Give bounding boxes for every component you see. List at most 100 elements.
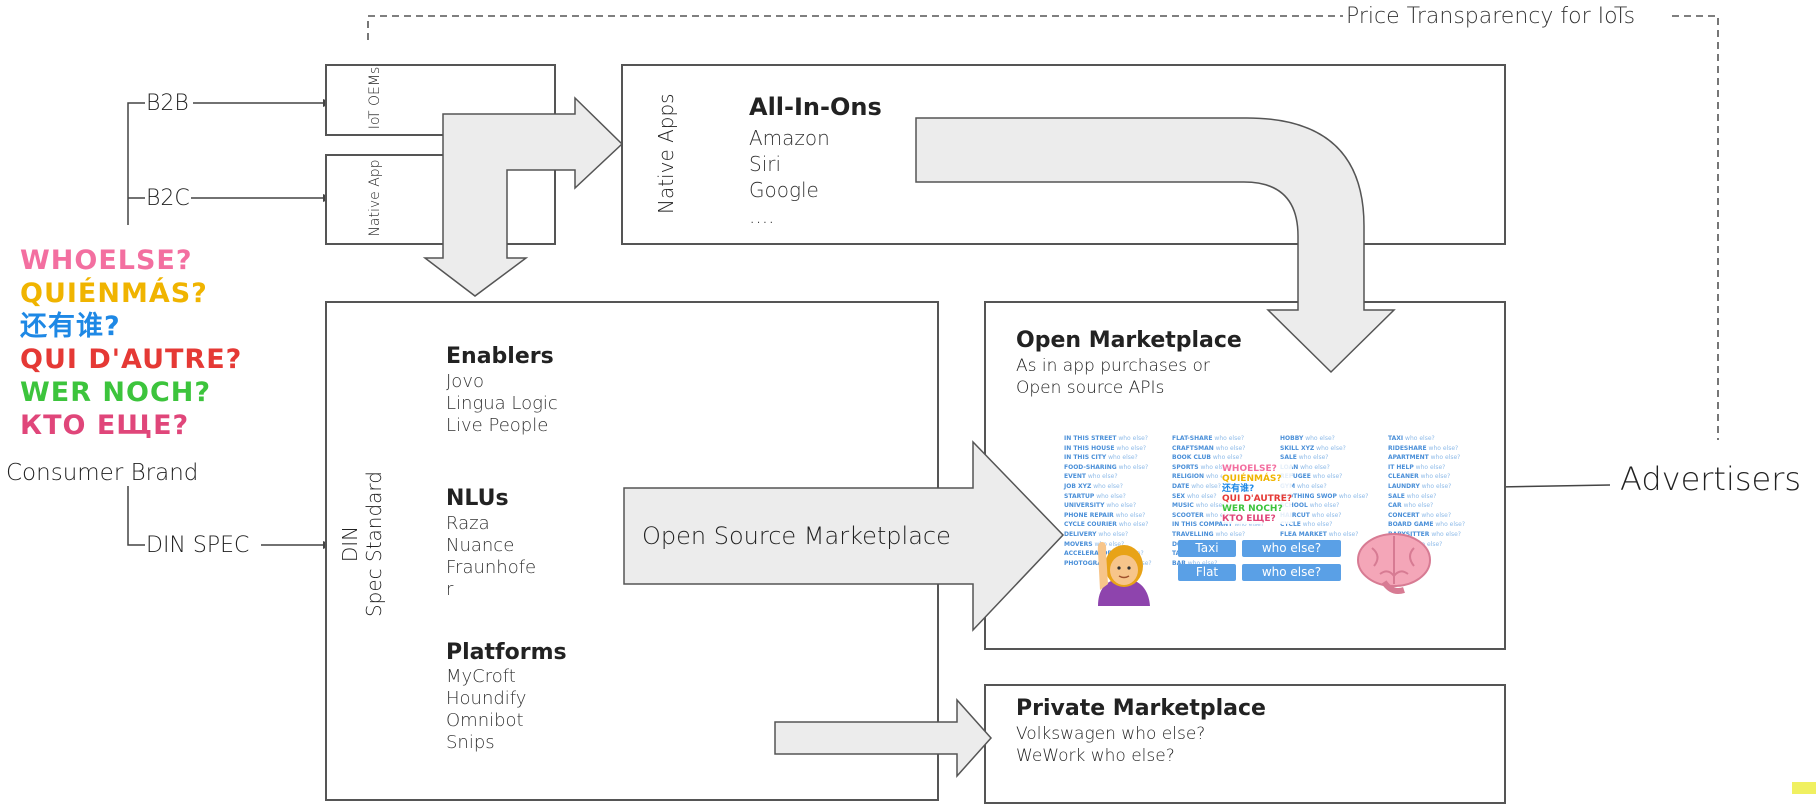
mockup-word: FLEA MARKET who else?: [1280, 531, 1359, 538]
mockup-word: CRAFTSMAN who else?: [1172, 444, 1246, 452]
open-source-marketplace-arrow: [623, 440, 1065, 632]
mockup-word: BOARD GAME who else?: [1388, 521, 1466, 529]
open-source-marketplace-label: Open Source Marketplace: [642, 522, 951, 550]
mockup-word: JOB XYZ who else?: [1064, 483, 1123, 490]
whoelse-logo: WHOELSE? QUIÉNMÁS? 还有谁? QUI D'AUTRE? WER…: [20, 244, 242, 442]
mockup-word: CONCERT who else?: [1388, 511, 1452, 519]
mockup-word: BABYSITTER who else?: [1388, 531, 1461, 538]
list-item: Fraunhofe: [446, 557, 537, 578]
mockup-word: PHONE REPAIR who else?: [1064, 511, 1146, 519]
list-item: r: [446, 579, 454, 600]
open-marketplace-title: Open Marketplace: [1016, 328, 1242, 353]
mockup-word: REFUGEE who else?: [1280, 473, 1343, 481]
private-marketplace-desc1: Volkswagen who else?: [1016, 724, 1206, 744]
mockup-word: APARTMENT who else?: [1388, 454, 1461, 462]
mockup-word: BOOK CLUB who else?: [1172, 454, 1243, 462]
b2b-line: [127, 103, 332, 225]
consumer-brand-label: Consumer Brand: [6, 460, 199, 486]
iot-oems-label: IoT OEMs: [367, 66, 383, 130]
mockup-word: SALE who else?: [1280, 454, 1329, 462]
taxi-pill[interactable]: Taxi: [1178, 540, 1236, 557]
mockup-word: IN THIS STREET who else?: [1064, 435, 1148, 442]
mockup-word: UNIVERSITY who else?: [1064, 502, 1137, 510]
list-item: Nuance: [446, 535, 515, 556]
logo-line: QUIÉNMÁS?: [20, 278, 208, 309]
mockup-word: RIDESHARE who else?: [1388, 444, 1459, 452]
who-else-pill[interactable]: who else?: [1242, 564, 1341, 581]
list-item: Amazon: [749, 126, 830, 150]
mockup-word: SALE who else?: [1388, 492, 1437, 500]
mockup-word: DELIVERY who else?: [1064, 531, 1129, 538]
open-marketplace-desc2: Open source APIs: [1016, 378, 1165, 398]
mockup-word: IT HELP who else?: [1388, 463, 1446, 471]
mockup-word: FLAT-SHARE who else?: [1172, 435, 1245, 442]
mockup-word: SPORTS who else?: [1172, 463, 1231, 471]
mockup-word: BAR who else?: [1172, 559, 1217, 569]
mockup-word: IN THIS COMPANY who else?: [1172, 521, 1264, 529]
din-spec-label: DIN SPEC: [146, 533, 250, 558]
nlus-title: NLUs: [446, 486, 509, 511]
list-item: Live People: [446, 415, 549, 436]
mockup-word: TRAVELLING who else?: [1172, 531, 1246, 538]
logo-line: 还有谁?: [1222, 484, 1255, 494]
b2c-label: B2C: [146, 186, 190, 211]
platforms-list: MyCroft Houndify Omnibot Snips: [446, 666, 526, 754]
mockup-word: CYCLE COURIER who else?: [1064, 521, 1149, 529]
mockup-word: CLEANER who else?: [1388, 473, 1451, 481]
spec-standard-label: Spec Standard: [362, 470, 386, 618]
open-marketplace-desc1: As in app purchases or: [1016, 356, 1210, 376]
list-item: MyCroft: [446, 666, 516, 687]
mockup-word: IN THIS HOUSE who else?: [1064, 444, 1147, 452]
list-item: Snips: [446, 732, 495, 753]
private-marketplace-arrow: [774, 698, 993, 778]
private-marketplace-title: Private Marketplace: [1016, 696, 1266, 721]
enablers-list: Jovo Lingua Logic Live People: [446, 371, 558, 437]
private-marketplace-box: [984, 684, 1506, 804]
brain-icon: [1357, 533, 1431, 594]
list-item: ....: [749, 204, 775, 228]
list-item: Houndify: [446, 688, 527, 709]
mockup-word: RELIGION who else?: [1172, 473, 1236, 481]
logo-line: 还有谁?: [20, 311, 121, 342]
mockup-word: MOVERS who else?: [1064, 540, 1125, 548]
list-item: Siri: [749, 152, 782, 176]
list-item: Lingua Logic: [446, 393, 558, 414]
logo-line: КТО ЕЩЕ?: [1222, 514, 1276, 524]
native-app-label: Native App: [367, 159, 383, 237]
all-in-ons-to-open-marketplace-arrow: [915, 117, 1396, 374]
all-in-ons-title: All-In-Ons: [749, 93, 882, 121]
native-to-din-arrow: [422, 96, 624, 297]
logo-line: WHOELSE?: [20, 245, 193, 276]
logo-line: КТО ЕЩЕ?: [20, 410, 190, 441]
logo-line: QUI D'AUTRE?: [20, 344, 243, 375]
mockup-word: HOBBY who else?: [1280, 435, 1335, 442]
who-else-pill[interactable]: who else?: [1242, 540, 1341, 557]
native-apps-label: Native Apps: [654, 93, 678, 214]
price-transparency-label: Price Transparency for IoTs: [1346, 4, 1636, 29]
flat-pill[interactable]: Flat: [1178, 564, 1236, 581]
b2b-label: B2B: [146, 91, 189, 116]
mockup-word: DATE who else?: [1172, 483, 1221, 490]
slide-corner-mark: [1792, 782, 1816, 794]
platforms-title: Platforms: [446, 640, 567, 665]
nlus-list: Raza Nuance Fraunhofe r: [446, 513, 536, 601]
logo-line: WER NOCH?: [20, 377, 212, 408]
mockup-logo: WHOELSE? QUIÉNMÁS? 还有谁? QUI D'AUTRE? WER…: [1222, 464, 1293, 524]
marketplace-mockup: IN THIS STREET who else? IN THIS HOUSE wh…: [1064, 434, 1470, 606]
logo-line: QUI D'AUTRE?: [1222, 494, 1293, 504]
price-transparency-line: [367, 15, 1719, 440]
mockup-word: MUSIC who else?: [1172, 502, 1226, 510]
list-item: Jovo: [446, 371, 484, 392]
mockup-word: EVENT who else?: [1064, 473, 1118, 481]
mockup-word: CLOTHING SWOP who else?: [1280, 492, 1369, 500]
mockup-word: CAR who else?: [1388, 502, 1434, 510]
advertisers-label: Advertisers: [1620, 460, 1802, 498]
logo-line: QUIÉNMÁS?: [1222, 474, 1282, 484]
logo-line: WHOELSE?: [1222, 464, 1277, 474]
din-spec-standard-label: DIN Spec Standard: [338, 449, 386, 639]
list-item: Google: [749, 178, 819, 202]
mockup-word: SEX who else?: [1172, 492, 1217, 500]
mockup-word: FOOD-SHARING who else?: [1064, 463, 1149, 471]
